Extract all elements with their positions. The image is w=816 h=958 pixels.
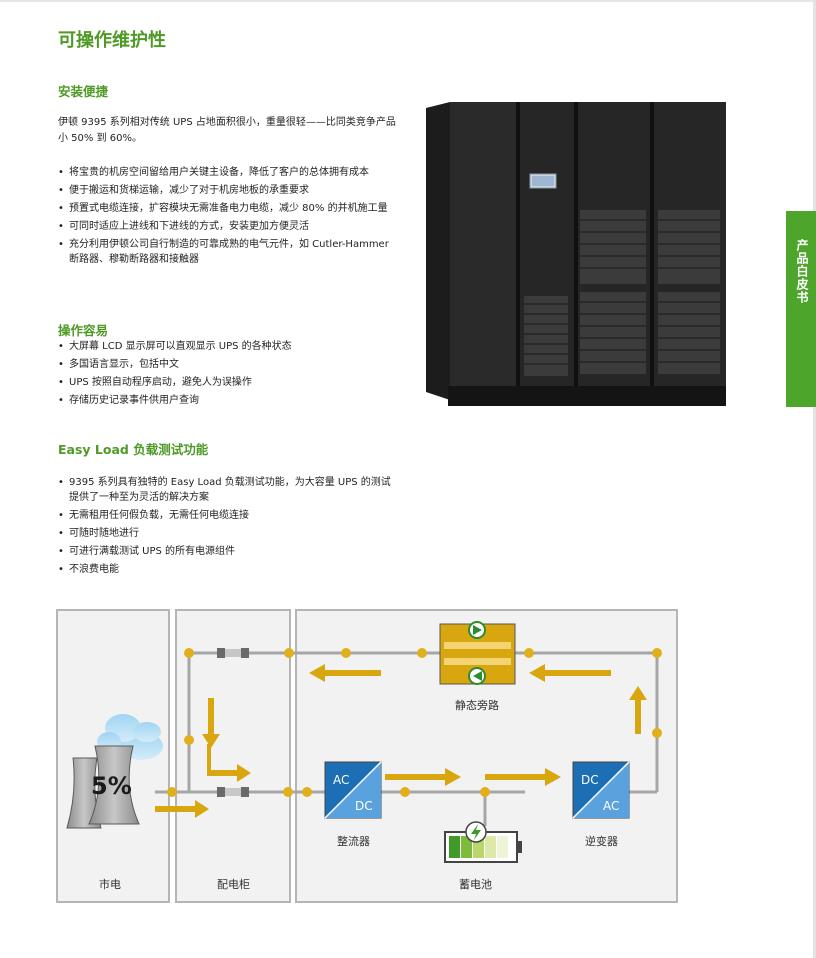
list-item: UPS 按照自动程序启动，避免人为误操作 [58, 376, 398, 391]
list-item: 不浪费电能 [58, 563, 398, 578]
inverter-block: DC AC [572, 761, 630, 819]
label-static-bypass: 静态旁路 [455, 698, 499, 712]
list-item: 便于搬运和货梯运输，减少了对于机房地板的承重要求 [58, 184, 393, 199]
label-rectifier: 整流器 [337, 834, 370, 848]
list-item: 9395 系列具有独特的 Easy Load 负载测试功能，为大容量 UPS 的… [58, 476, 398, 505]
label-inverter: 逆变器 [585, 834, 618, 848]
install-bullet-list: 将宝贵的机房空间留给用户关键主设备，降低了客户的总体拥有成本 便于搬运和货梯运输… [58, 166, 393, 271]
easyload-bullet-list: 9395 系列具有独特的 Easy Load 负载测试功能，为大容量 UPS 的… [58, 476, 398, 581]
label-battery: 蓄电池 [459, 878, 492, 891]
list-item: 大屏幕 LCD 显示屏可以直观显示 UPS 的各种状态 [58, 340, 398, 355]
rectifier-block: AC DC [324, 761, 382, 819]
side-tab: 产品白皮书 [786, 211, 816, 407]
inverter-top-label: DC [581, 773, 599, 787]
section-heading-easyload: Easy Load 负载测试功能 [58, 442, 209, 457]
label-switchgear: 配电柜 [217, 878, 250, 891]
list-item: 可进行满载测试 UPS 的所有电源组件 [58, 545, 398, 560]
panel-switchgear [175, 609, 291, 903]
section-heading-operation: 操作容易 [58, 323, 109, 338]
flow-arrows [155, 664, 647, 818]
list-item: 存储历史记录事件供用户查询 [58, 394, 398, 409]
percent-label: 5% [91, 772, 132, 800]
top-rule [0, 0, 816, 2]
static-bypass-block [439, 621, 516, 685]
install-intro: 伊顿 9395 系列相对传统 UPS 占地面积很小，重量很轻——比同类竞争产品小… [58, 117, 396, 144]
battery-block [444, 821, 522, 863]
rectifier-bottom-label: DC [355, 799, 373, 813]
label-mains: 市电 [99, 877, 121, 891]
list-item: 可随时随地进行 [58, 527, 398, 542]
right-edge-rule [813, 0, 816, 958]
rectifier-top-label: AC [333, 773, 349, 787]
list-item: 多国语言显示，包括中文 [58, 358, 398, 373]
section-heading-install: 安装便捷 [58, 84, 109, 99]
list-item: 预置式电缆连接，扩容模块无需准备电力电缆，减少 80% 的并机施工量 [58, 202, 393, 217]
side-tab-label: 产品白皮书 [795, 239, 809, 304]
operation-bullet-list: 大屏幕 LCD 显示屏可以直观显示 UPS 的各种状态 多国语言显示，包括中文 … [58, 340, 398, 412]
list-item: 将宝贵的机房空间留给用户关键主设备，降低了客户的总体拥有成本 [58, 166, 393, 181]
breaker-top [217, 648, 249, 658]
inverter-bottom-label: AC [603, 799, 619, 813]
breaker-bottom [217, 787, 249, 797]
list-item: 充分利用伊顿公司自行制造的可靠成熟的电气元件，如 Cutler-Hammer 断… [58, 238, 393, 267]
ups-cabinet-image [426, 102, 726, 406]
page-title: 可操作维护性 [58, 30, 166, 51]
power-plant-icon: 5% [66, 714, 163, 829]
easyload-diagram: AC DC DC AC 5% 市电 配电柜 蓄电池 静态旁路 整流器 逆变器 [56, 609, 678, 903]
list-item: 无需租用任何假负载，无需任何电缆连接 [58, 509, 398, 524]
list-item: 可同时适应上进线和下进线的方式，安装更加方便灵活 [58, 220, 393, 235]
